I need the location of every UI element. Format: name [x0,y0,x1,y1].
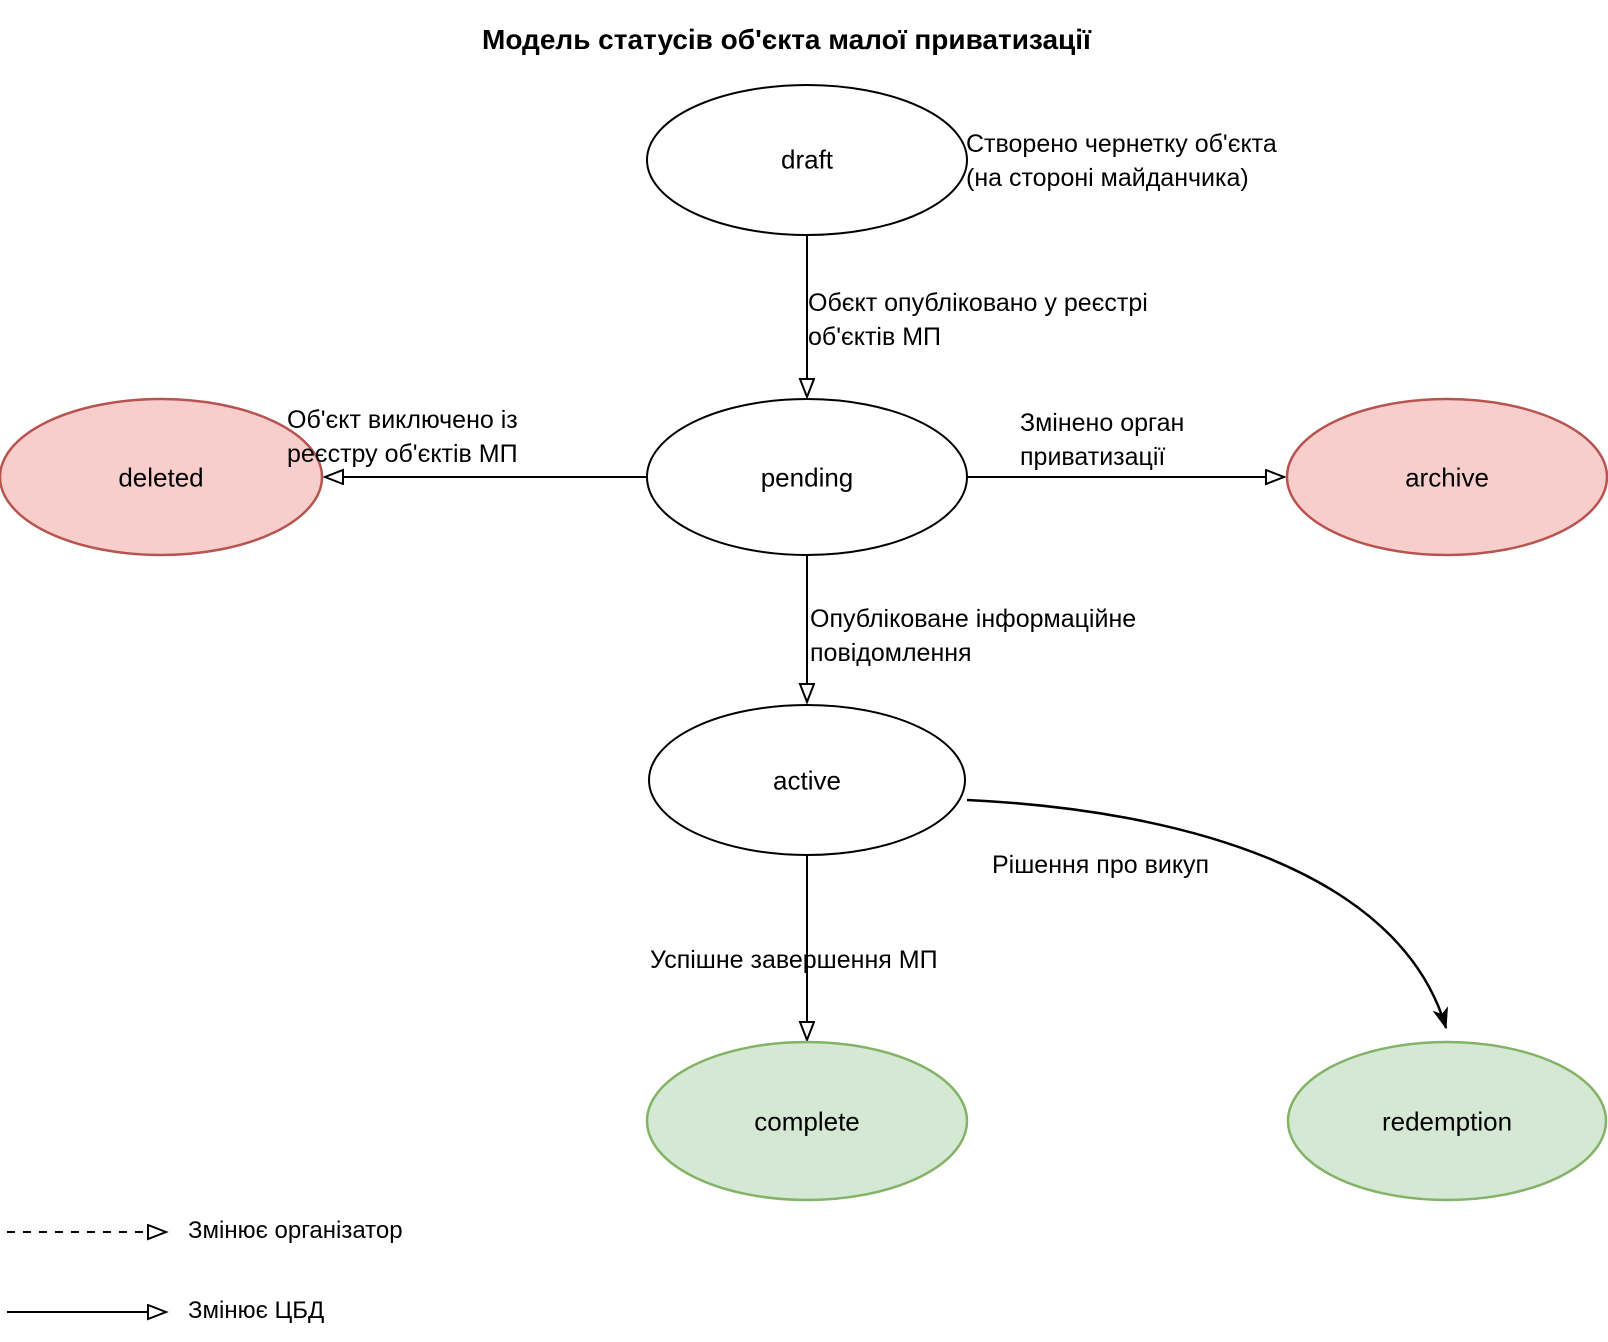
edge-label-pending-to-archive: Змінено орган приватизації [1020,409,1185,471]
edge-label-draft-to-pending: Обєкт опубліковано у реєстрі об'єктів МП [808,289,1148,351]
draft-node-ellipse [646,84,968,236]
edge-label-pending-to-active: Опубліковане інформаційне повідомлення [810,605,1137,667]
complete-node-label: complete [754,1106,860,1137]
edge-label-active-to-complete: Успішне завершення МП [650,946,938,974]
pending-node-label: pending [760,462,854,493]
active-node-ellipse [648,704,966,856]
legend-label-organizer: Змінює організатор [188,1217,403,1244]
diagram-title: Модель статусів об'єкта малої приватизац… [482,24,1091,55]
active-node-label: active [773,765,841,796]
edge-label-pending-to-deleted: Об'єкт виключено із реєстру об'єктів МП [287,406,518,468]
pending-node-ellipse [646,398,968,556]
legend-label-cbd: Змінює ЦБД [188,1297,325,1324]
redemption-node-ellipse [1286,1040,1608,1202]
draft-annotation: Створено чернетку об'єкта (на стороні ма… [966,130,1277,192]
archive-node-label: archive [1405,462,1489,493]
archive-node-ellipse [1285,397,1608,557]
complete-node-ellipse [645,1040,969,1202]
edge-label-active-to-redemption: Рішення про викуп [992,851,1210,879]
deleted-node-ellipse [0,397,324,557]
deleted-node-label: deleted [118,462,204,493]
redemption-node-label: redemption [1381,1106,1513,1137]
edge-active-to-redemption-arrow [966,798,1446,1028]
draft-node-label: draft [780,144,834,175]
